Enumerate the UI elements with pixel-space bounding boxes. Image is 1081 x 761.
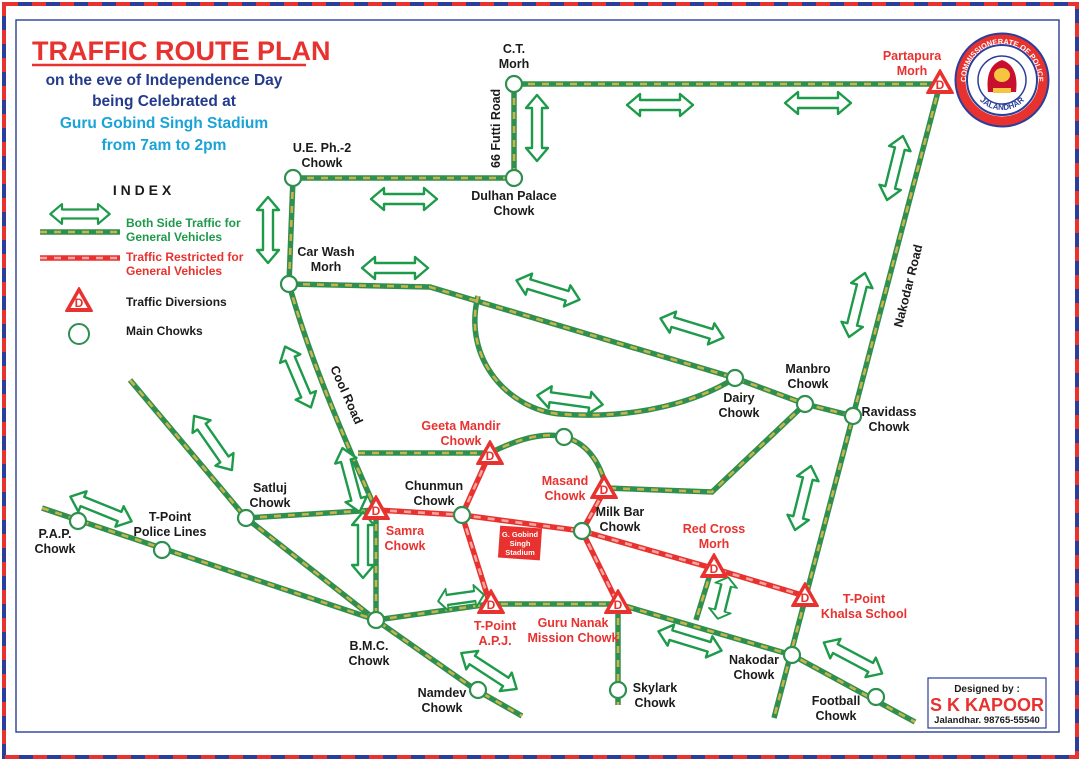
label-nakodar-chowk-2: Chowk	[734, 668, 775, 682]
label-satluj-2: Chowk	[250, 496, 291, 510]
legend-main-chowks: Main Chowks	[126, 324, 203, 338]
legend-both-side-2: General Vehicles	[126, 230, 222, 244]
label-ct-morh-1: C.T.	[503, 42, 525, 56]
chowk-chunmun	[452, 505, 472, 525]
label-chunmun-2: Chowk	[414, 494, 455, 508]
label-manbro-1: Manbro	[785, 362, 831, 376]
inner-frame	[15, 19, 1060, 733]
designer-name: S K KAPOOR	[930, 695, 1044, 715]
label-geeta-mandir-1: Geeta Mandir	[421, 419, 500, 433]
label-ravidass-2: Chowk	[869, 420, 910, 434]
label-tpoint-khalsa-2: Khalsa School	[821, 607, 907, 621]
label-partapura-2: Morh	[897, 64, 928, 78]
stadium-label-line2: Singh	[510, 539, 531, 548]
chowk-ravidass	[843, 406, 863, 426]
label-dulhan-1: Dulhan Palace	[471, 189, 556, 203]
label-samra-1: Samra	[386, 524, 425, 538]
label-tpoint-apj-1: T-Point	[474, 619, 517, 633]
label-masand-1: Masand	[542, 474, 589, 488]
designer-credit: Designed by : S K KAPOOR Jalandhar. 9876…	[927, 677, 1047, 729]
label-satluj-1: Satluj	[253, 481, 287, 495]
chowk-nakodar	[782, 645, 802, 665]
label-red-cross-2: Morh	[699, 537, 730, 551]
place-labels: C.T. Morh Partapura Morh U.E. Ph.-2 Chow…	[35, 42, 943, 723]
title-block: TRAFFIC ROUTE PLAN on the eve of Indepen…	[32, 36, 330, 154]
chowk-football	[866, 687, 886, 707]
label-ue-ph2-1: U.E. Ph.-2	[293, 141, 351, 155]
stadium-label-line1: G. Gobind	[502, 530, 539, 539]
designer-contact: Jalandhar. 98765-55540	[934, 715, 1040, 726]
label-geeta-mandir-2: Chowk	[441, 434, 482, 448]
subtitle-line3: Guru Gobind Singh Stadium	[60, 115, 268, 132]
label-football-1: Football	[812, 694, 861, 708]
label-bmc-1: B.M.C.	[350, 639, 389, 653]
legend-restricted-1: Traffic Restricted for	[126, 250, 244, 264]
label-football-2: Chowk	[816, 709, 857, 723]
index-heading: I N D E X	[113, 182, 172, 198]
chowk-bmc	[366, 610, 386, 630]
label-dulhan-2: Chowk	[494, 204, 535, 218]
label-masand-2: Chowk	[545, 489, 586, 503]
label-red-cross-1: Red Cross	[683, 522, 746, 536]
label-samra-2: Chowk	[385, 539, 426, 553]
legend-restricted-2: General Vehicles	[126, 264, 222, 278]
chowk-manbro	[795, 394, 815, 414]
label-guru-nanak-1: Guru Nanak	[538, 616, 609, 630]
index-legend: I N D E X Both Side Traffic for General …	[40, 182, 244, 345]
legend-diversions: Traffic Diversions	[126, 295, 227, 309]
subtitle-line1: on the eve of Independence Day	[46, 72, 283, 89]
stadium-label-line3: Stadium	[505, 548, 535, 557]
label-tpoint-apj-2: A.P.J.	[478, 634, 511, 648]
legend-chowk-icon	[68, 323, 90, 345]
label-chunmun-1: Chunmun	[405, 479, 463, 493]
chowk-skylark	[608, 680, 628, 700]
map-title: TRAFFIC ROUTE PLAN	[32, 36, 330, 66]
chowk-junction-geeta	[554, 427, 574, 447]
chowk-satluj	[236, 508, 256, 528]
main-chowks	[68, 74, 886, 707]
label-tpoint-khalsa-1: T-Point	[843, 592, 886, 606]
label-namdev-1: Namdev	[418, 686, 467, 700]
road-label-futti: 66 Futti Road	[489, 89, 503, 168]
label-skylark-2: Chowk	[635, 696, 676, 710]
label-pap-2: Chowk	[35, 542, 76, 556]
label-partapura-1: Partapura	[883, 49, 942, 63]
subtitle-line2: being Celebrated at	[92, 93, 236, 110]
label-bmc-2: Chowk	[349, 654, 390, 668]
label-car-wash-2: Morh	[311, 260, 342, 274]
label-ct-morh-2: Morh	[499, 57, 530, 71]
label-namdev-2: Chowk	[422, 701, 463, 715]
police-seal-logo: COMMISSIONERATE OF POLICE JALANDHAR	[954, 32, 1050, 128]
label-skylark-1: Skylark	[633, 681, 678, 695]
label-nakodar-chowk-1: Nakodar	[729, 653, 779, 667]
legend-both-side-1: Both Side Traffic for	[126, 216, 241, 230]
chowk-milk-bar	[572, 521, 592, 541]
label-ue-ph2-2: Chowk	[302, 156, 343, 170]
chowk-tpoint-police-lines	[152, 540, 172, 560]
label-guru-nanak-2: Mission Chowk	[528, 631, 619, 645]
chowk-dairy	[725, 368, 745, 388]
label-car-wash-1: Car Wash	[297, 245, 354, 259]
designer-label: Designed by :	[954, 684, 1020, 695]
label-milk-bar-2: Chowk	[600, 520, 641, 534]
chowk-pap	[68, 511, 88, 531]
label-dairy-2: Chowk	[719, 406, 760, 420]
subtitle-line4: from 7am to 2pm	[102, 137, 227, 154]
chowk-car-wash	[279, 274, 299, 294]
stadium-marker: G. Gobind Singh Stadium	[497, 525, 543, 561]
chowk-ue-ph2	[283, 168, 303, 188]
label-dairy-1: Dairy	[723, 391, 754, 405]
label-manbro-2: Chowk	[788, 377, 829, 391]
label-ravidass-1: Ravidass	[862, 405, 917, 419]
label-pap-1: P.A.P.	[39, 527, 72, 541]
label-tpoint-police-1: T-Point	[149, 510, 192, 524]
chowk-dulhan-palace	[504, 168, 524, 188]
label-milk-bar-1: Milk Bar	[596, 505, 645, 519]
label-tpoint-police-2: Police Lines	[134, 525, 207, 539]
chowk-namdev	[468, 680, 488, 700]
chowk-ct-morh	[504, 74, 524, 94]
